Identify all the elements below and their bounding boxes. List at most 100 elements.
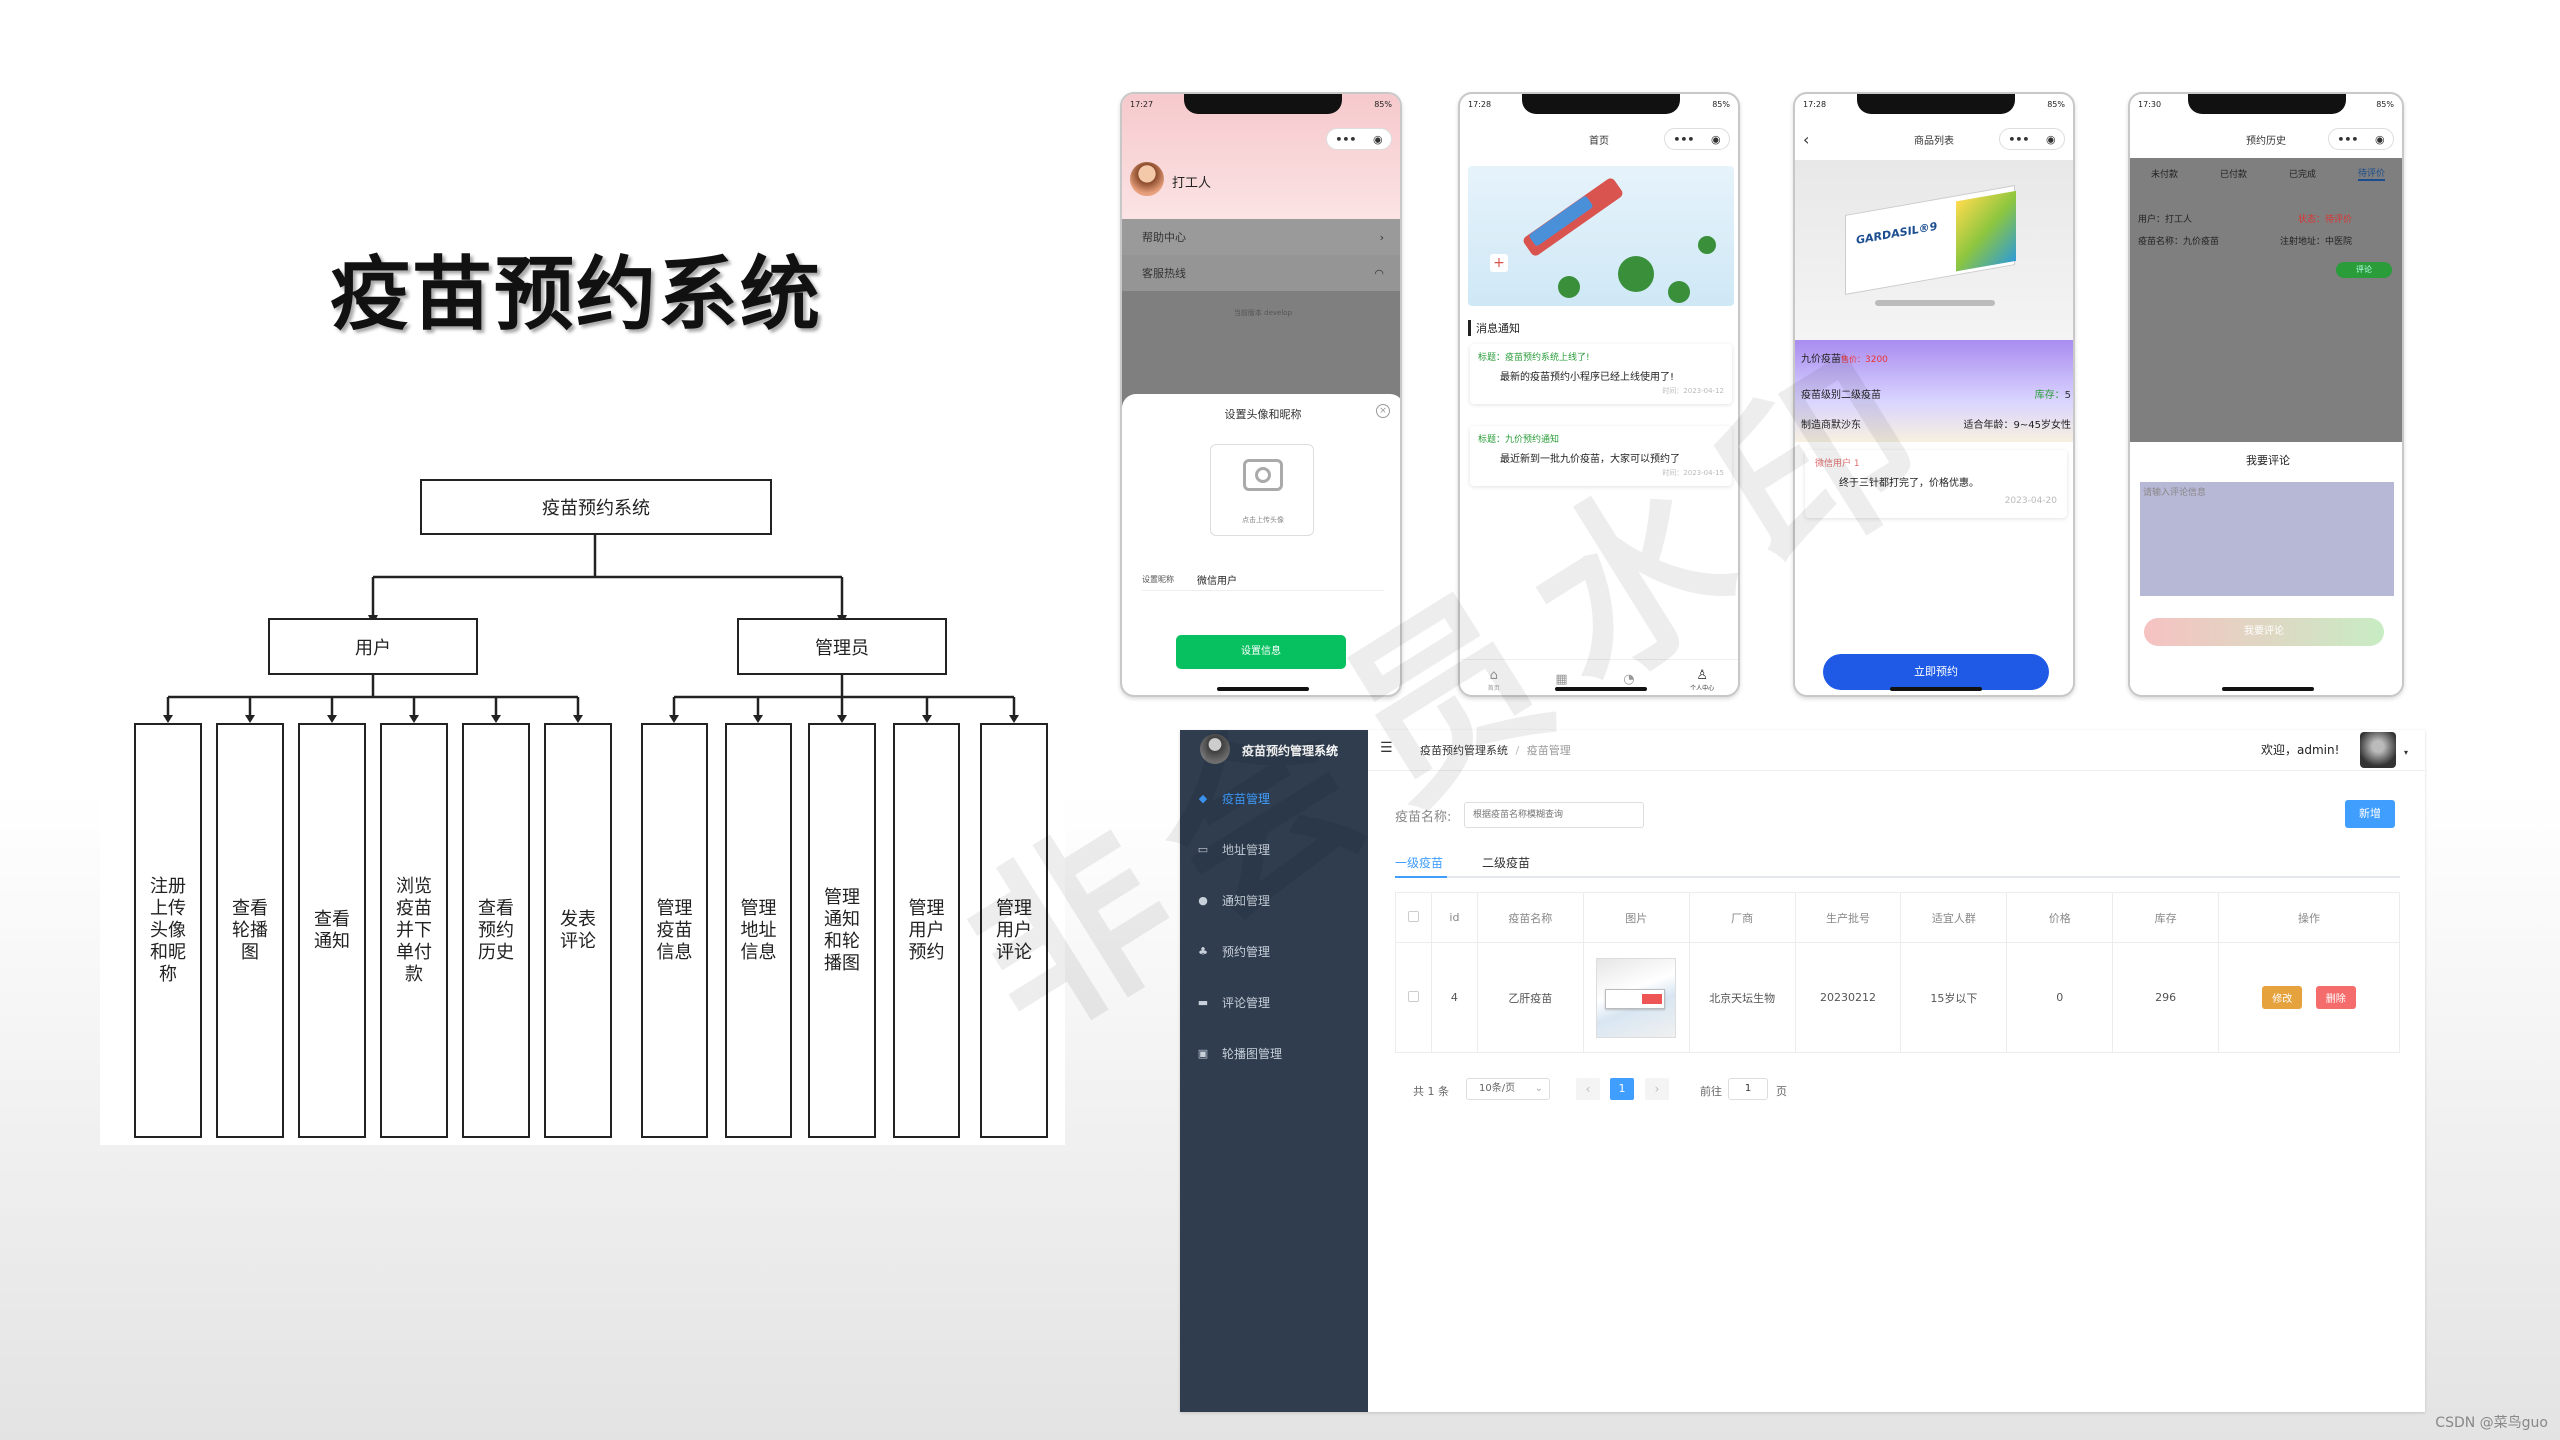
- diagram-leaf: 管理通知和轮播图: [808, 723, 876, 1138]
- back-icon[interactable]: ‹: [1803, 130, 1810, 149]
- tab-to-review[interactable]: 待评价: [2357, 166, 2385, 181]
- tab-notice[interactable]: ◔: [1623, 672, 1634, 687]
- table-row: 4 乙肝疫苗 北京天坛生物 20230212 15岁以下 0 296 修改 删除: [1395, 942, 2400, 1053]
- notice-time: 时间：2023-04-15: [1662, 469, 1724, 477]
- checkbox[interactable]: [1407, 990, 1419, 1002]
- page-number-current[interactable]: 1: [1610, 1078, 1634, 1100]
- notice-title: 九价预约通知: [1505, 435, 1560, 445]
- manufacturer: 制造商默沙东: [1801, 420, 1861, 431]
- tab-paid[interactable]: 已付款: [2219, 169, 2247, 180]
- vaccine-thumbnail[interactable]: [1596, 957, 1677, 1038]
- avatar[interactable]: [1130, 162, 1164, 196]
- table-header-select[interactable]: [1395, 892, 1432, 943]
- tab-unpaid[interactable]: 未付款: [2150, 169, 2178, 180]
- tab-level1[interactable]: 一级疫苗: [1395, 856, 1444, 870]
- notice-title-label: 标题：: [1478, 353, 1506, 363]
- menu-booking[interactable]: ♣预约管理: [1180, 936, 1368, 966]
- status-label: 状态：: [2298, 215, 2326, 225]
- target-icon[interactable]: ◉: [2046, 132, 2056, 146]
- more-icon[interactable]: •••: [2337, 132, 2359, 146]
- comment-textarea[interactable]: 请输入评论信息: [2140, 482, 2394, 596]
- close-icon[interactable]: ×: [1376, 404, 1390, 418]
- row-select[interactable]: [1395, 942, 1432, 1053]
- admin-avatar[interactable]: [2360, 732, 2396, 768]
- more-icon[interactable]: •••: [1335, 132, 1357, 146]
- tab-level2[interactable]: 二级疫苗: [1482, 856, 1531, 870]
- menu-notice[interactable]: ●通知管理: [1180, 885, 1368, 915]
- notice-card[interactable]: 标题：疫苗预约系统上线了! 最新的疫苗预约小程序已经上线使用了! 时间：2023…: [1470, 344, 1732, 404]
- breadcrumb-root[interactable]: 疫苗预约管理系统: [1420, 744, 1508, 757]
- version-text: 当前版本 develop: [1233, 309, 1293, 317]
- menu-comment[interactable]: ▬评论管理: [1197, 995, 1271, 1010]
- page-size-select[interactable]: 10条/页⌄: [1466, 1078, 1550, 1100]
- tab-category[interactable]: ▦: [1555, 672, 1567, 687]
- page-unit: 页: [1776, 1085, 1787, 1098]
- target-icon[interactable]: ◉: [1711, 132, 1721, 146]
- diagram-leaf: 管理用户评论: [980, 723, 1048, 1138]
- more-icon[interactable]: •••: [2008, 132, 2030, 146]
- breadcrumb: 疫苗预约管理系统 / 疫苗管理: [1420, 742, 1571, 758]
- save-info-button[interactable]: 设置信息: [1176, 635, 1346, 669]
- modal-title: 设置头像和昵称: [1224, 408, 1302, 421]
- nick-input[interactable]: 微信用户: [1197, 576, 1237, 587]
- active-tab-indicator: [1395, 876, 1447, 878]
- capsule-menu[interactable]: ••• ◉: [1999, 128, 2065, 150]
- tab-home[interactable]: ⌂首页: [1487, 667, 1500, 692]
- menu-banner[interactable]: ▣轮播图管理: [1197, 1046, 1283, 1061]
- search-label: 疫苗名称:: [1395, 810, 1452, 825]
- target-icon[interactable]: ◉: [1373, 132, 1383, 146]
- caret-down-icon[interactable]: ▾: [2404, 748, 2409, 757]
- home-indicator: [1217, 687, 1309, 691]
- cell-stock: 296: [2112, 942, 2220, 1053]
- breadcrumb-separator: /: [1515, 744, 1520, 757]
- capsule-menu[interactable]: ••• ◉: [1664, 128, 1730, 150]
- next-page-button[interactable]: ›: [1645, 1078, 1669, 1100]
- vaccine-table: id 疫苗名称 图片 厂商 生产批号 适宜人群 价格 库存 操作 4 乙肝疫苗 …: [1395, 892, 2400, 1053]
- history-tabs: 未付款 已付款 已完成 待评价: [2130, 158, 2402, 188]
- product-info-card: 九价疫苗售价：3200 疫苗级别二级疫苗 库存：5 制造商默沙东 适合年龄：9~…: [1795, 340, 2073, 442]
- user-value: 打工人: [2165, 215, 2193, 225]
- prev-page-button[interactable]: ‹: [1576, 1078, 1600, 1100]
- menu-vaccine[interactable]: ◆疫苗管理: [1180, 783, 1368, 813]
- avatar-upload[interactable]: 点击上传头像: [1210, 444, 1314, 536]
- submit-comment-button[interactable]: 我要评论: [2144, 618, 2384, 646]
- add-button[interactable]: 新增: [2345, 800, 2395, 828]
- picture-icon: ▣: [1197, 1046, 1209, 1060]
- book-now-button[interactable]: 立即预约: [1823, 654, 2049, 690]
- table-header: 适宜人群: [1900, 892, 2008, 943]
- review-card: 微信用户 1 终于三针都打完了，价格优惠。 2023-04-20: [1805, 450, 2067, 518]
- edit-button[interactable]: 修改: [2262, 986, 2303, 1009]
- cell-maker: 北京天坛生物: [1688, 942, 1796, 1053]
- delete-button[interactable]: 删除: [2315, 986, 2356, 1009]
- tab-done[interactable]: 已完成: [2288, 169, 2316, 180]
- checkbox[interactable]: [1407, 910, 1419, 922]
- admin-brand: 疫苗预约管理系统: [1242, 744, 1339, 758]
- more-icon[interactable]: •••: [1673, 132, 1695, 146]
- goto-page-input[interactable]: 1: [1728, 1078, 1768, 1100]
- menu-address[interactable]: ▭地址管理: [1197, 842, 1271, 857]
- product-box: GARDASIL®9: [1845, 185, 2016, 295]
- price: 3200: [1865, 355, 1888, 365]
- menu-hotline[interactable]: 客服热线◠: [1122, 255, 1400, 291]
- divider: [1142, 590, 1384, 591]
- diagram-leaf: 查看预约历史: [462, 723, 530, 1138]
- target-icon[interactable]: ◉: [2375, 132, 2385, 146]
- collapse-menu-icon[interactable]: ☰: [1380, 740, 1393, 756]
- search-input[interactable]: [1464, 802, 1644, 828]
- table-header: 价格: [2006, 892, 2114, 943]
- virus-image: [1698, 236, 1716, 254]
- comment-button[interactable]: 评论: [2336, 262, 2392, 278]
- price-label: 售价：: [1841, 355, 1865, 364]
- cell-price: 0: [2006, 942, 2114, 1053]
- profile-header-bg: [1122, 94, 1400, 219]
- camera-icon: [1243, 459, 1283, 491]
- notice-card[interactable]: 标题：九价预约通知 最近新到一批九价疫苗，大家可以预约了 时间：2023-04-…: [1470, 426, 1732, 486]
- banner-carousel[interactable]: +: [1468, 166, 1734, 306]
- tab-profile[interactable]: ♙个人中心: [1690, 667, 1715, 692]
- product-name: 九价疫苗: [1801, 354, 1841, 365]
- menu-help-center[interactable]: 帮助中心›: [1122, 219, 1400, 255]
- capsule-menu[interactable]: ••• ◉: [2328, 128, 2394, 150]
- capsule-menu[interactable]: ••• ◉: [1326, 128, 1392, 150]
